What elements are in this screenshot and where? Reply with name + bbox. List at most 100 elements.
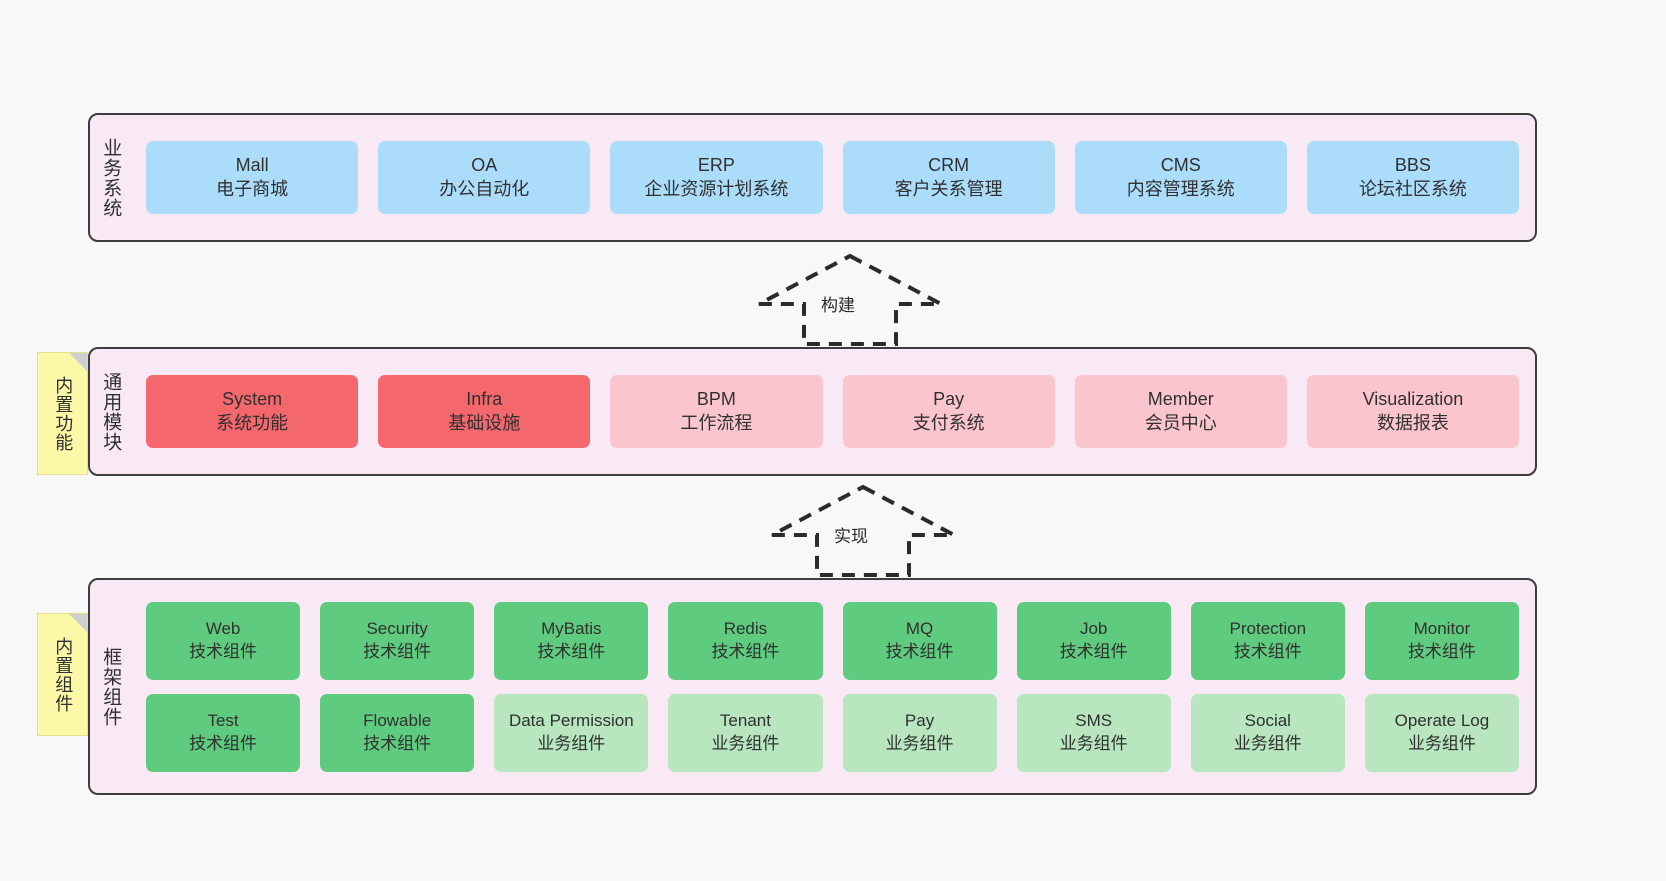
block-mq-name: MQ xyxy=(905,619,934,639)
connector-build-label: 构建 xyxy=(821,296,855,315)
block-web-name: Web xyxy=(205,619,241,639)
block-security[interactable]: Security 技术组件 xyxy=(320,601,475,680)
block-operate-log-name: Operate Log xyxy=(1394,711,1490,731)
block-visualization-name: Visualization xyxy=(1362,389,1464,410)
block-system-desc: 系统功能 xyxy=(216,412,289,433)
block-pay-component-name: Pay xyxy=(904,711,935,731)
block-mq-desc: 技术组件 xyxy=(885,641,954,661)
block-bbs-name: BBS xyxy=(1394,155,1431,176)
block-redis-name: Redis xyxy=(723,619,768,639)
block-visualization[interactable]: Visualization 数据报表 xyxy=(1306,375,1520,448)
note-builtin-components: 内置组件 xyxy=(37,613,88,736)
block-member[interactable]: Member 会员中心 xyxy=(1074,375,1287,448)
block-protection-name: Protection xyxy=(1229,619,1307,639)
layer-framework-components: 框架组件 Web 技术组件 Security 技术组件 MyBatis 技术组件… xyxy=(88,578,1537,795)
layer-business-systems: 业务系统 Mall 电子商城 OA 办公自动化 ERP 企业资源计划系统 CRM… xyxy=(88,113,1537,242)
block-erp-name: ERP xyxy=(697,155,735,176)
block-crm[interactable]: CRM 客户关系管理 xyxy=(842,141,1055,214)
framework-row-2: Test 技术组件 Flowable 技术组件 Data Permission … xyxy=(146,693,1519,772)
block-operate-log[interactable]: Operate Log 业务组件 xyxy=(1364,693,1519,772)
block-pay-module-desc: 支付系统 xyxy=(912,412,985,433)
block-social-desc: 业务组件 xyxy=(1233,733,1302,753)
block-security-name: Security xyxy=(366,619,428,639)
note-builtin-components-label: 内置组件 xyxy=(53,636,74,713)
block-erp[interactable]: ERP 企业资源计划系统 xyxy=(610,141,823,214)
block-job-name: Job xyxy=(1079,619,1108,639)
block-erp-desc: 企业资源计划系统 xyxy=(644,178,789,199)
block-monitor[interactable]: Monitor 技术组件 xyxy=(1364,601,1519,680)
block-member-desc: 会员中心 xyxy=(1144,412,1217,433)
block-bpm-desc: 工作流程 xyxy=(680,412,753,433)
block-tenant[interactable]: Tenant 业务组件 xyxy=(668,693,823,772)
layer-common-body: System 系统功能 Infra 基础设施 BPM 工作流程 Pay 支付系统… xyxy=(130,349,1535,474)
block-infra-desc: 基础设施 xyxy=(448,412,521,433)
block-sms-name: SMS xyxy=(1075,711,1113,731)
block-security-desc: 技术组件 xyxy=(363,641,432,661)
block-mybatis-name: MyBatis xyxy=(541,619,602,639)
connector-build: 构建 xyxy=(755,252,945,348)
note-fold-icon xyxy=(69,353,87,371)
common-row: System 系统功能 Infra 基础设施 BPM 工作流程 Pay 支付系统… xyxy=(146,375,1520,448)
block-pay-component[interactable]: Pay 业务组件 xyxy=(842,693,997,772)
block-flowable-name: Flowable xyxy=(363,711,432,731)
block-web[interactable]: Web 技术组件 xyxy=(146,601,301,680)
note-builtin-features: 内置功能 xyxy=(37,352,88,475)
layer-common-label: 通用模块 xyxy=(100,371,122,452)
block-cms[interactable]: CMS 内容管理系统 xyxy=(1074,141,1287,214)
block-sms-desc: 业务组件 xyxy=(1059,733,1128,753)
block-mall-name: Mall xyxy=(235,155,269,176)
block-sms[interactable]: SMS 业务组件 xyxy=(1016,693,1171,772)
block-mq[interactable]: MQ 技术组件 xyxy=(842,601,997,680)
block-flowable[interactable]: Flowable 技术组件 xyxy=(320,693,475,772)
connector-implement: 实现 xyxy=(768,483,958,579)
block-pay-module[interactable]: Pay 支付系统 xyxy=(842,375,1055,448)
block-flowable-desc: 技术组件 xyxy=(363,733,432,753)
block-oa[interactable]: OA 办公自动化 xyxy=(378,141,591,214)
block-system[interactable]: System 系统功能 xyxy=(146,375,359,448)
block-mall-desc: 电子商城 xyxy=(216,178,289,199)
block-redis-desc: 技术组件 xyxy=(711,641,780,661)
block-tenant-desc: 业务组件 xyxy=(711,733,780,753)
block-protection[interactable]: Protection 技术组件 xyxy=(1190,601,1345,680)
block-pay-module-name: Pay xyxy=(933,389,965,410)
block-monitor-desc: 技术组件 xyxy=(1407,641,1476,661)
block-protection-desc: 技术组件 xyxy=(1233,641,1302,661)
block-data-permission[interactable]: Data Permission 业务组件 xyxy=(494,693,649,772)
block-member-name: Member xyxy=(1147,389,1214,410)
block-test-desc: 技术组件 xyxy=(189,733,258,753)
framework-row-1: Web 技术组件 Security 技术组件 MyBatis 技术组件 Redi… xyxy=(146,601,1519,680)
block-visualization-desc: 数据报表 xyxy=(1376,412,1449,433)
block-pay-component-desc: 业务组件 xyxy=(885,733,954,753)
layer-business-body: Mall 电子商城 OA 办公自动化 ERP 企业资源计划系统 CRM 客户关系… xyxy=(130,115,1535,240)
block-job[interactable]: Job 技术组件 xyxy=(1016,601,1171,680)
block-system-name: System xyxy=(222,389,283,410)
block-tenant-name: Tenant xyxy=(719,711,771,731)
block-mybatis-desc: 技术组件 xyxy=(537,641,606,661)
layer-framework-label: 框架组件 xyxy=(100,646,122,727)
block-oa-name: OA xyxy=(471,155,498,176)
block-crm-desc: 客户关系管理 xyxy=(894,178,1003,199)
block-bbs[interactable]: BBS 论坛社区系统 xyxy=(1306,141,1520,214)
block-bpm-name: BPM xyxy=(696,389,736,410)
block-data-permission-name: Data Permission xyxy=(508,711,634,731)
build-arrow-icon xyxy=(758,253,942,346)
block-monitor-name: Monitor xyxy=(1413,619,1471,639)
business-row: Mall 电子商城 OA 办公自动化 ERP 企业资源计划系统 CRM 客户关系… xyxy=(146,141,1520,214)
block-test[interactable]: Test 技术组件 xyxy=(146,693,301,772)
block-bpm[interactable]: BPM 工作流程 xyxy=(610,375,823,448)
block-web-desc: 技术组件 xyxy=(189,641,258,661)
layer-business-label: 业务系统 xyxy=(100,137,122,218)
implement-arrow-icon xyxy=(771,484,955,577)
block-mall[interactable]: Mall 电子商城 xyxy=(146,141,359,214)
block-mybatis[interactable]: MyBatis 技术组件 xyxy=(494,601,649,680)
block-redis[interactable]: Redis 技术组件 xyxy=(668,601,823,680)
block-test-name: Test xyxy=(207,711,239,731)
block-data-permission-desc: 业务组件 xyxy=(537,733,606,753)
block-cms-desc: 内容管理系统 xyxy=(1126,178,1235,199)
connector-implement-label: 实现 xyxy=(834,527,868,546)
note-builtin-features-label: 内置功能 xyxy=(53,375,74,452)
block-social-name: Social xyxy=(1244,711,1291,731)
block-bbs-desc: 论坛社区系统 xyxy=(1358,178,1467,199)
block-social[interactable]: Social 业务组件 xyxy=(1190,693,1345,772)
block-infra[interactable]: Infra 基础设施 xyxy=(378,375,591,448)
